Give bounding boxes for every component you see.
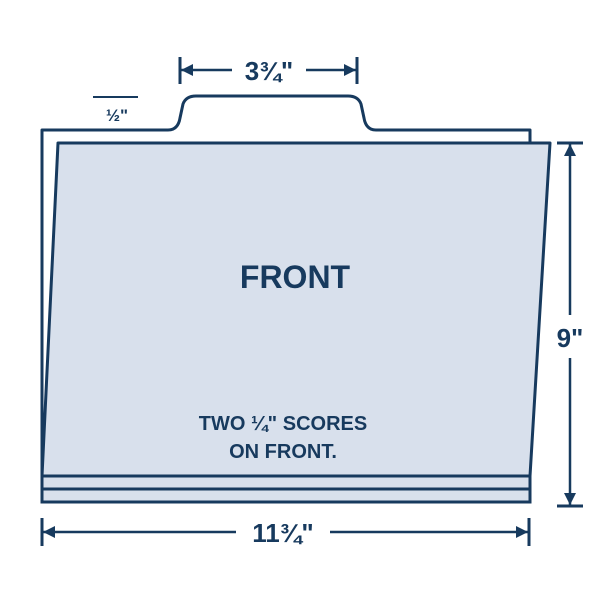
height-arrow-top	[564, 144, 576, 156]
scores-note-line-2: ON FRONT.	[229, 441, 337, 463]
score-strip-2	[40, 487, 532, 504]
tab-width-arrow-right	[344, 64, 356, 76]
score-strip-1	[40, 474, 532, 491]
tab-width-label: 3¾"	[245, 56, 293, 86]
tab-width-arrow-left	[181, 64, 193, 76]
height-label: 9"	[557, 323, 584, 353]
scores-note-line-1: TWO ¼" SCORES	[199, 413, 367, 435]
front-label: FRONT	[240, 259, 351, 295]
width-arrow-right	[516, 526, 528, 538]
tab-offset-label: ½"	[106, 106, 128, 125]
height-arrow-bottom	[564, 493, 576, 505]
width-label: 11¾"	[252, 518, 314, 548]
width-arrow-left	[43, 526, 55, 538]
